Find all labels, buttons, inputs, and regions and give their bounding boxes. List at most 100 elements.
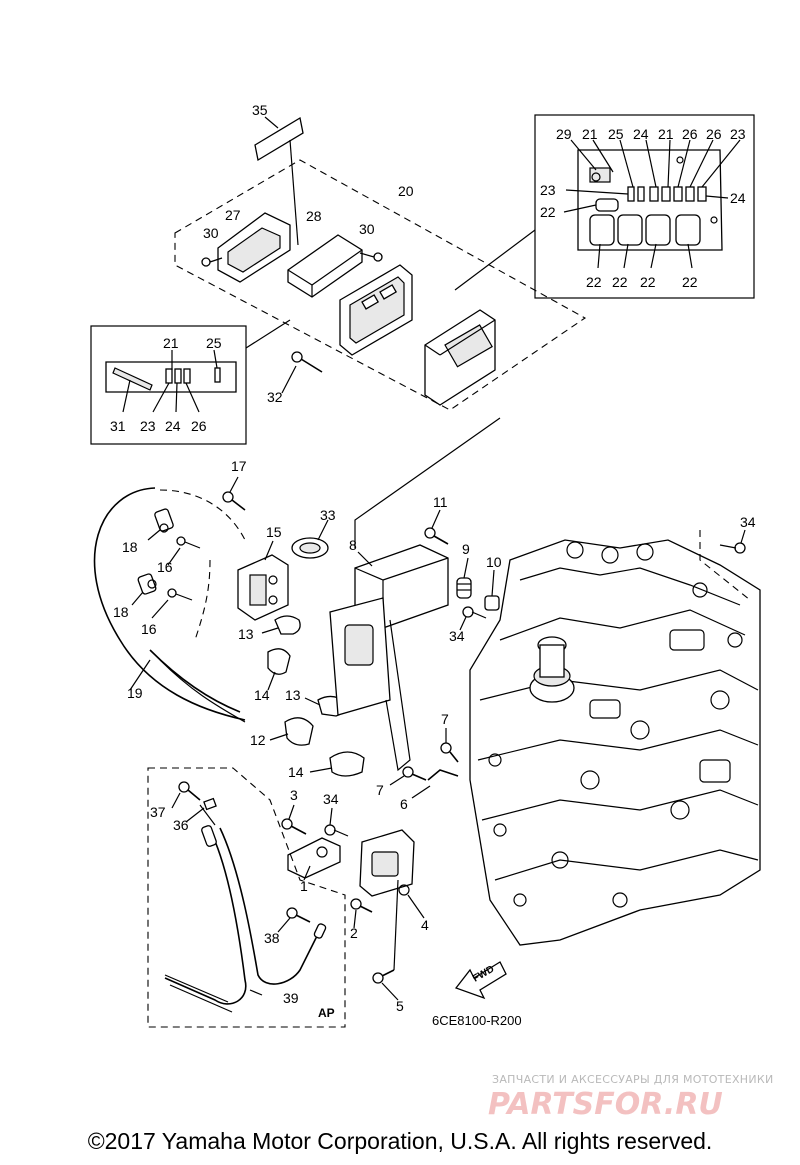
callout-30b: 30 [359,221,375,237]
callout-9: 9 [462,541,470,557]
callout-32: 32 [267,389,283,405]
ap-label: AP [318,1006,335,1020]
part-4-bracket [359,829,415,897]
inset-tr-25: 25 [608,126,624,142]
part-16-screw-top [176,536,201,549]
engine-block [469,539,761,946]
inset-top-right-frame [534,114,755,299]
part-18-connector-bottom [137,573,157,595]
callout-10: 10 [486,554,502,570]
callout-39: 39 [283,990,299,1006]
callout-5: 5 [396,998,404,1014]
part-32-screw [291,351,323,373]
callout-27: 27 [225,207,241,223]
part-6-link [427,769,459,781]
callout-30a: 30 [203,225,219,241]
inset-tr-b22a: 22 [586,274,602,290]
part-33-grommet [291,537,329,559]
part-11-bolt [424,527,449,545]
callout-16a: 16 [157,559,173,575]
part-34-screw-right [719,542,746,554]
ap-dashed-frame [147,767,346,1028]
inset-fuse-row [627,186,707,202]
part-9-spring [456,577,472,599]
part-38-bolt [286,907,311,923]
inset-tr-21a: 21 [582,126,598,142]
callout-18b: 18 [113,604,129,620]
callout-14b: 14 [288,764,304,780]
callout-2: 2 [350,925,358,941]
inset-left-frame [90,325,247,445]
inset-tr-24: 24 [633,126,649,142]
inset-tr-side-23: 23 [540,182,556,198]
part-18-connector-top [154,508,174,533]
part-7-bolt-lower [402,766,427,781]
callout-7a: 7 [441,711,449,727]
part-5-bolt [372,969,395,984]
group-20-dashed-outline [174,159,587,411]
callout-8: 8 [349,537,357,553]
watermark-logo: PARTSFOR.RU [488,1087,723,1122]
callout-34c: 34 [740,514,756,530]
inset-tr-21b: 21 [658,126,674,142]
inset-relay-row [589,198,701,246]
callout-18a: 18 [122,539,138,555]
callout-4: 4 [421,917,429,933]
inset-l-31: 31 [110,418,126,434]
part-36-terminal [203,797,217,811]
callout-11: 11 [433,494,448,510]
inset-l-24: 24 [165,418,181,434]
part-1-bracket [287,837,341,879]
inset-l-23: 23 [140,418,156,434]
callout-7b: 7 [376,782,384,798]
harness-19-cable [93,487,246,721]
callout-34b: 34 [323,791,339,807]
part-15-bracket [237,554,289,621]
callout-34a: 34 [449,628,465,644]
part-3-bolt [281,818,307,835]
inset-tr-23: 23 [730,126,746,142]
inset-tr-side-22: 22 [540,204,556,220]
callout-20: 20 [398,183,414,199]
callout-36: 36 [173,817,189,833]
callout-14a: 14 [254,687,270,703]
inset-l-25: 25 [206,335,222,351]
watermark-tagline: ЗАПЧАСТИ И АКСЕССУАРЫ ДЛЯ МОТОТЕХНИКИ [492,1073,774,1086]
part-35-label [254,116,304,162]
part-2-screw [350,898,373,913]
callout-6: 6 [400,796,408,812]
callout-12: 12 [250,732,266,748]
part-34-screw-mid [462,606,487,619]
inset-tr-b22d: 22 [682,274,698,290]
callout-13b: 13 [285,687,301,703]
callout-1: 1 [300,878,308,894]
part-16-screw-bottom [167,588,193,601]
part-17-bolt [222,491,246,511]
callout-28: 28 [306,208,322,224]
callout-19: 19 [127,685,143,701]
part-34-screw-lower [324,824,349,837]
part-37-bolt [178,781,201,801]
diagram-code: 6CE8100-R200 [432,1013,522,1028]
callout-15: 15 [266,524,282,540]
callout-33: 33 [320,507,336,523]
callout-37: 37 [150,804,166,820]
part-12-clamp [284,717,314,746]
copyright-notice: ©2017 Yamaha Motor Corporation, U.S.A. A… [87,1128,713,1154]
part-14-clamp-lower [329,751,365,777]
inset-l-21: 21 [163,335,179,351]
part-14-clamp-upper [267,648,291,675]
part-7-bolt-upper [440,742,459,763]
part-39-cable [164,829,247,1005]
inset-tr-29: 29 [556,126,572,142]
callout-3: 3 [290,787,298,803]
inset-tr-26b: 26 [706,126,722,142]
part-8-bracket [329,544,449,772]
part-10-bushing [484,595,500,611]
callout-16b: 16 [141,621,157,637]
inset-tr-26a: 26 [682,126,698,142]
fwd-arrow-icon: FWD [454,961,507,1000]
inset-tr-b22c: 22 [640,274,656,290]
part-30-screw-left [201,257,223,267]
